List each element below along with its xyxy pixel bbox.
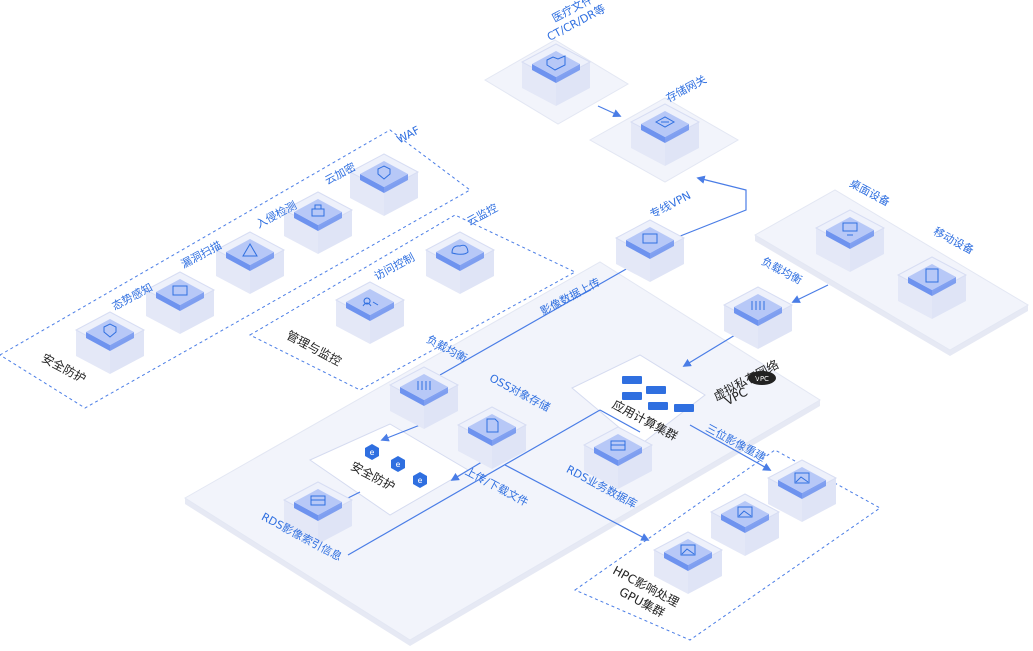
security-zone-boundary bbox=[0, 129, 471, 409]
shield-icon bbox=[103, 323, 117, 338]
dedicated-vpn-node[interactable] bbox=[615, 219, 685, 283]
label-dedicated-vpn: 专线VPN bbox=[647, 188, 693, 221]
medical-files-node[interactable] bbox=[521, 43, 591, 107]
vpn-icon bbox=[642, 233, 658, 244]
hpc-zone-boundary bbox=[573, 449, 881, 641]
lock-icon bbox=[311, 204, 325, 217]
label-storage-gateway: 存储网关 bbox=[663, 72, 708, 105]
server-icon bbox=[622, 376, 694, 412]
storage-gateway-node[interactable] bbox=[630, 103, 700, 167]
label-waf: WAF bbox=[395, 124, 422, 147]
monitor-zone-boundary bbox=[248, 214, 577, 391]
load-balancer-icon bbox=[417, 381, 431, 390]
situation-aware-node[interactable] bbox=[75, 311, 145, 375]
database-icon bbox=[610, 440, 626, 451]
label-access-control: 访问控制 bbox=[371, 250, 416, 283]
cloud-encrypt-node[interactable] bbox=[283, 191, 353, 255]
database-icon bbox=[310, 495, 326, 506]
image-icon bbox=[794, 472, 810, 484]
gateway-icon bbox=[654, 116, 676, 128]
tablet-icon bbox=[925, 268, 939, 283]
shield-icon bbox=[377, 165, 391, 180]
label-manage-monitor: 管理与监控 bbox=[284, 327, 344, 368]
load-balance-center-node[interactable] bbox=[389, 366, 459, 430]
desktop-device-node[interactable] bbox=[815, 209, 885, 273]
rds-index-node[interactable] bbox=[283, 481, 353, 545]
folder-icon bbox=[546, 55, 566, 71]
oss-storage-node[interactable] bbox=[457, 406, 527, 470]
load-balancer-icon bbox=[751, 301, 765, 310]
connectors bbox=[338, 105, 829, 556]
svg-text:e: e bbox=[370, 448, 375, 457]
access-control-node[interactable] bbox=[335, 281, 405, 345]
user-key-icon bbox=[362, 297, 379, 307]
hpc-node-2[interactable] bbox=[710, 493, 780, 557]
image-icon bbox=[680, 544, 696, 556]
image-icon bbox=[737, 506, 753, 518]
scan-icon bbox=[172, 285, 188, 296]
waf-node[interactable] bbox=[349, 153, 419, 217]
intrusion-detect-node[interactable] bbox=[215, 231, 285, 295]
label-cloud-monitor: 云监控 bbox=[464, 201, 500, 229]
monitor-icon bbox=[842, 222, 858, 236]
vuln-scan-node[interactable] bbox=[145, 271, 215, 335]
rds-business-node[interactable] bbox=[583, 426, 653, 490]
mobile-device-node[interactable] bbox=[897, 256, 967, 320]
security-badge-icon: e e e bbox=[365, 444, 427, 488]
svg-text:e: e bbox=[418, 476, 423, 485]
vpc-cloud-icon: VPC bbox=[748, 371, 776, 385]
cloud-monitor-node[interactable] bbox=[425, 231, 495, 295]
load-balance-right-node[interactable] bbox=[723, 286, 793, 350]
alert-icon bbox=[242, 243, 258, 257]
hpc-node-3[interactable] bbox=[767, 459, 837, 523]
svg-text:e: e bbox=[396, 460, 401, 469]
cloud-icon bbox=[451, 244, 469, 255]
hpc-node-1[interactable] bbox=[653, 531, 723, 595]
svg-text:VPC: VPC bbox=[755, 375, 769, 383]
document-icon bbox=[486, 418, 499, 433]
